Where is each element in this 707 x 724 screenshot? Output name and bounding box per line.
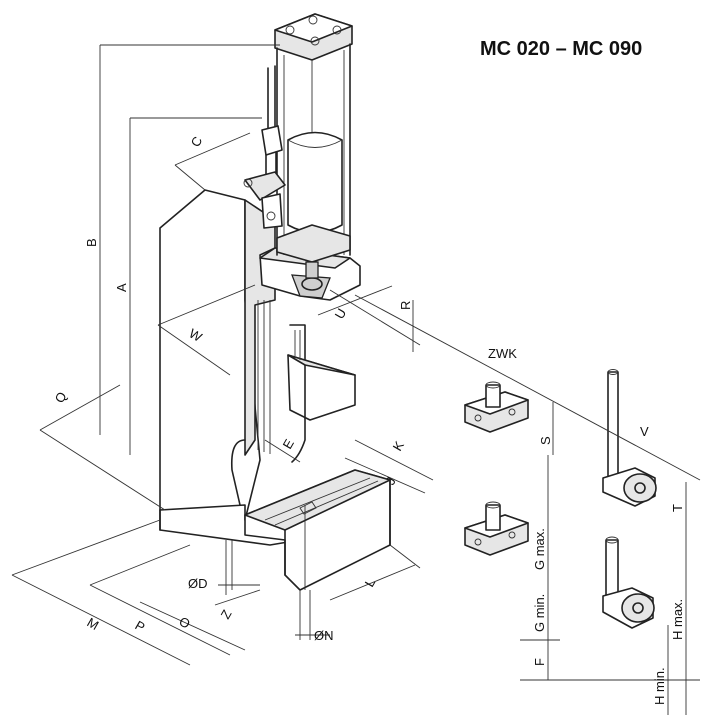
- press-frame: [159, 189, 391, 591]
- label-U: U: [332, 306, 350, 322]
- lever-arm-upper: [602, 369, 657, 507]
- label-V: V: [640, 424, 649, 439]
- lever-arm-lower: [602, 536, 655, 629]
- label-M: M: [85, 615, 102, 633]
- label-E: E: [280, 436, 297, 451]
- label-H-min: H min.: [652, 667, 667, 705]
- label-L: L: [362, 576, 379, 590]
- label-T: T: [670, 504, 685, 512]
- drawing-title: MC 020 – MC 090: [480, 38, 643, 60]
- label-R: R: [398, 301, 413, 310]
- label-N: ØN: [314, 628, 334, 643]
- label-Q: Q: [52, 389, 70, 405]
- label-Z: Z: [218, 607, 235, 621]
- label-K: K: [390, 438, 407, 453]
- label-P: P: [133, 618, 148, 635]
- label-G-max: G max.: [532, 528, 547, 570]
- label-D: ØD: [188, 576, 208, 591]
- stroke-sensor: [243, 65, 286, 229]
- clamping-block-lower: [464, 501, 529, 556]
- label-H-max: H max.: [670, 599, 685, 640]
- label-F: F: [532, 658, 547, 666]
- label-B: B: [84, 238, 99, 247]
- label-A: A: [114, 283, 129, 292]
- dimension-labels: B A C W Q U R ZWK E K J L M P O Z ØD ØN …: [52, 134, 685, 705]
- clamping-block-upper: [464, 381, 529, 433]
- label-ZWK: ZWK: [488, 346, 517, 361]
- label-S: S: [538, 436, 553, 445]
- label-C: C: [188, 134, 206, 150]
- hydraulic-cylinder: [274, 13, 353, 279]
- label-O: O: [177, 614, 193, 632]
- dimension-lines: [11, 44, 701, 715]
- label-G-min: G min.: [532, 594, 547, 632]
